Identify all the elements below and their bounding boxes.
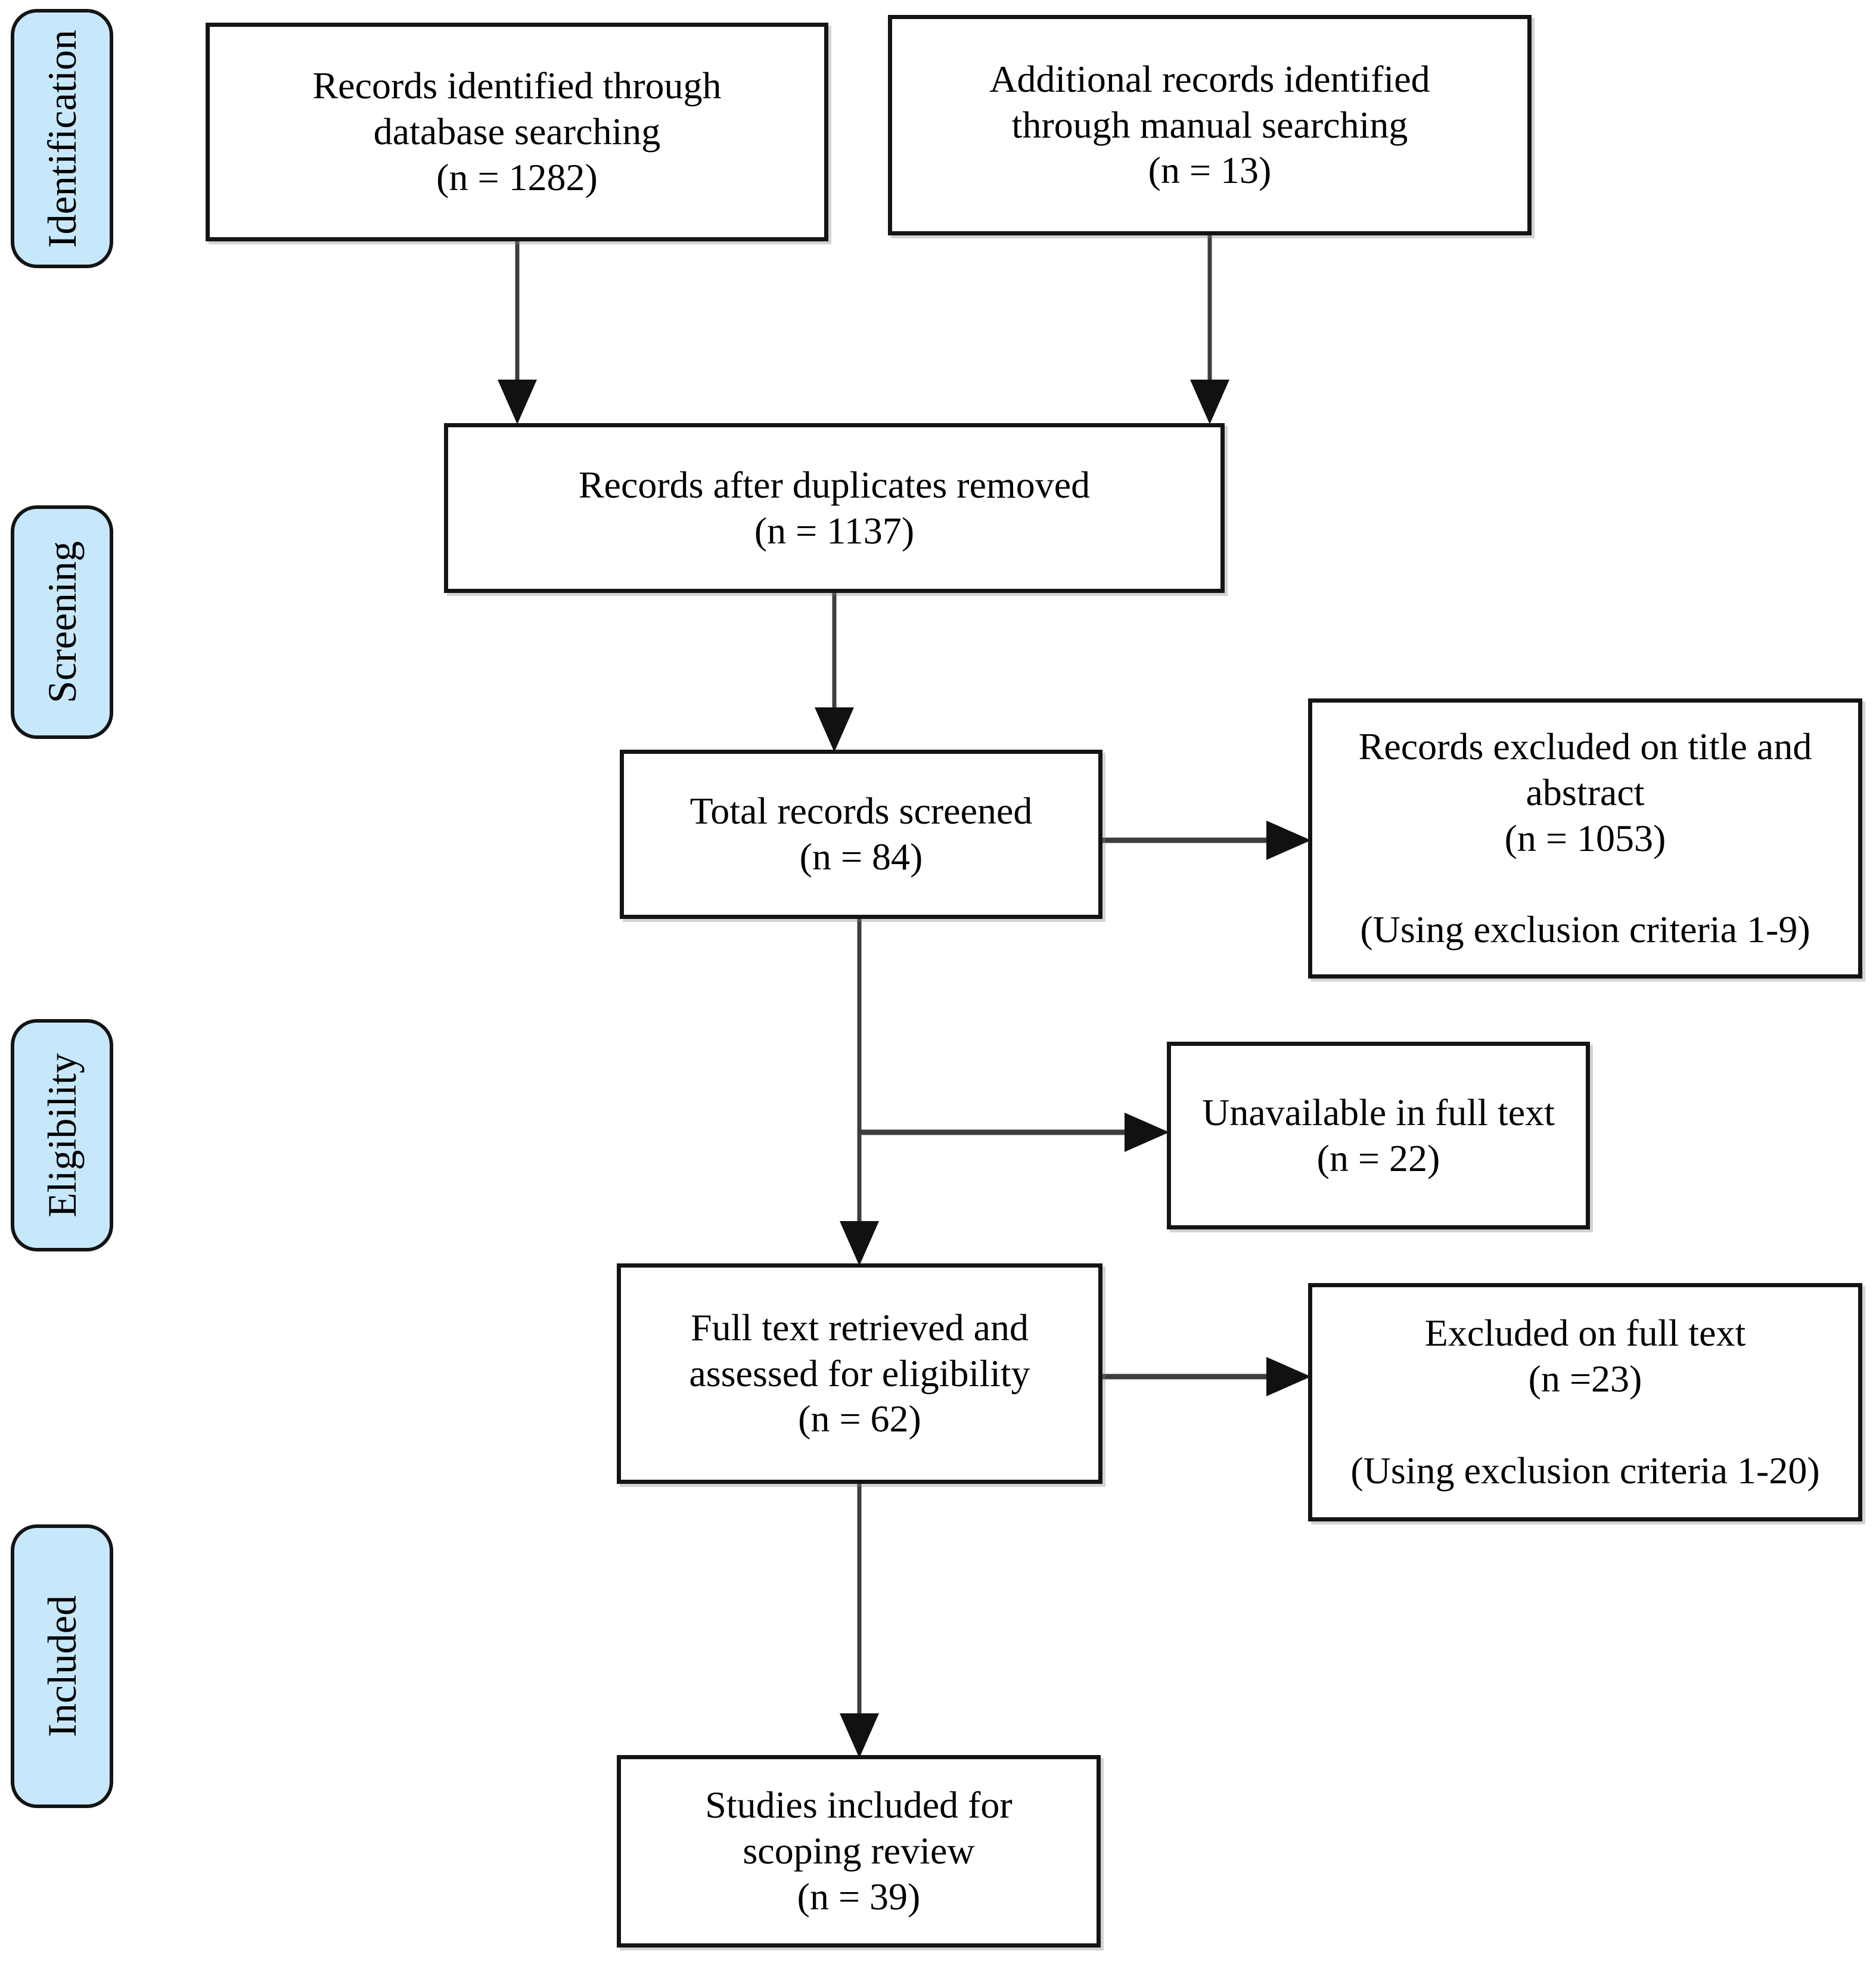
- stage-identification: Identification: [11, 9, 113, 268]
- stage-identification-label: Identification: [39, 29, 85, 248]
- box-included-review: Studies included for scoping review (n =…: [617, 1755, 1101, 1948]
- arrow-head-db-to-duplicates-icon: [498, 380, 537, 424]
- box-excluded-title-abstract-text: Records excluded on title and abstract (…: [1358, 725, 1812, 951]
- arrow-head-duplicates-to-screened-icon: [815, 707, 854, 752]
- arrow-head-manual-to-duplicates-icon: [1190, 380, 1229, 424]
- arrow-head-screened-to-fulltext-icon: [840, 1221, 879, 1266]
- stage-screening-label: Screening: [39, 541, 85, 703]
- box-excluded-title-abstract: Records excluded on title and abstract (…: [1308, 698, 1862, 979]
- box-unavailable-fulltext-text: Unavailable in full text (n = 22): [1202, 1091, 1555, 1179]
- stage-included-label: Included: [39, 1595, 85, 1737]
- stage-included: Included: [11, 1524, 113, 1808]
- arrow-head-branch-to-unavailable-icon: [1125, 1113, 1169, 1152]
- box-fulltext-assessed-text: Full text retrieved and assessed for eli…: [689, 1306, 1030, 1440]
- stage-screening: Screening: [11, 505, 113, 739]
- box-excluded-fulltext: Excluded on full text (n =23) (Using exc…: [1308, 1283, 1862, 1521]
- box-records-database: Records identified through database sear…: [206, 23, 828, 241]
- box-records-manual: Additional records identified through ma…: [888, 15, 1532, 235]
- box-duplicates-removed: Records after duplicates removed (n = 11…: [444, 423, 1225, 593]
- arrow-head-fulltext-to-included-icon: [840, 1713, 879, 1758]
- stage-eligibility: Eligibility: [11, 1019, 113, 1251]
- box-records-manual-text: Additional records identified through ma…: [989, 57, 1430, 192]
- box-fulltext-assessed: Full text retrieved and assessed for eli…: [617, 1263, 1102, 1484]
- arrow-head-screened-to-excluded-title-icon: [1266, 821, 1311, 860]
- box-included-review-text: Studies included for scoping review (n =…: [705, 1784, 1012, 1918]
- stage-eligibility-label: Eligibility: [39, 1053, 85, 1218]
- box-total-screened-text: Total records screened (n = 84): [689, 790, 1033, 878]
- box-duplicates-removed-text: Records after duplicates removed (n = 11…: [578, 463, 1091, 552]
- box-total-screened: Total records screened (n = 84): [620, 750, 1102, 919]
- arrow-head-fulltext-to-excluded-full-icon: [1266, 1357, 1311, 1396]
- box-records-database-text: Records identified through database sear…: [312, 64, 722, 198]
- box-unavailable-fulltext: Unavailable in full text (n = 22): [1167, 1042, 1590, 1229]
- box-excluded-fulltext-text: Excluded on full text (n =23) (Using exc…: [1350, 1312, 1820, 1492]
